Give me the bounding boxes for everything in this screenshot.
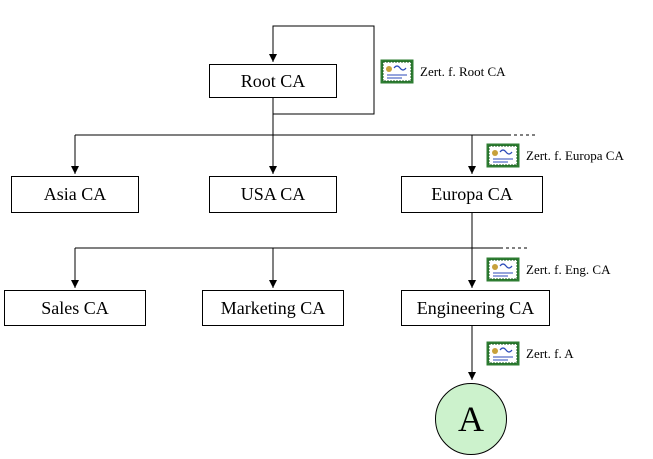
certificate-icon	[486, 257, 520, 282]
node-end-entity-a: A	[435, 383, 507, 455]
cert-europa-ca: Zert. f. Europa CA	[486, 143, 624, 168]
certificate-icon	[380, 59, 414, 84]
cert-root-ca-label: Zert. f. Root CA	[420, 63, 506, 79]
node-sales-ca: Sales CA	[4, 290, 146, 326]
cert-engineering-ca: Zert. f. Eng. CA	[486, 257, 610, 282]
node-engineering-ca: Engineering CA	[401, 290, 550, 326]
node-asia-ca: Asia CA	[11, 176, 139, 213]
cert-end-entity-a-label: Zert. f. A	[526, 345, 574, 361]
node-engineering-ca-label: Engineering CA	[416, 297, 535, 318]
node-end-entity-a-label: A	[458, 399, 484, 439]
node-usa-ca-label: USA CA	[240, 184, 306, 204]
certificate-icon	[486, 341, 520, 366]
cert-end-entity-a: Zert. f. A	[486, 341, 574, 366]
node-root-ca: Root CA	[209, 64, 337, 98]
node-root-ca-label: Root CA	[240, 70, 306, 91]
node-marketing-ca: Marketing CA	[202, 290, 344, 326]
node-asia-ca-label: Asia CA	[43, 184, 107, 204]
root-self-signed-loop	[269, 25, 375, 115]
node-marketing-ca-label: Marketing CA	[220, 297, 326, 318]
certificate-icon	[486, 143, 520, 168]
node-sales-ca-label: Sales CA	[41, 297, 109, 318]
node-usa-ca: USA CA	[209, 176, 337, 213]
cert-engineering-ca-label: Zert. f. Eng. CA	[526, 261, 611, 277]
cert-root-ca: Zert. f. Root CA	[380, 59, 506, 84]
cert-europa-ca-label: Zert. f. Europa CA	[526, 147, 624, 163]
node-europa-ca-label: Europa CA	[431, 184, 513, 204]
node-europa-ca: Europa CA	[401, 176, 543, 213]
